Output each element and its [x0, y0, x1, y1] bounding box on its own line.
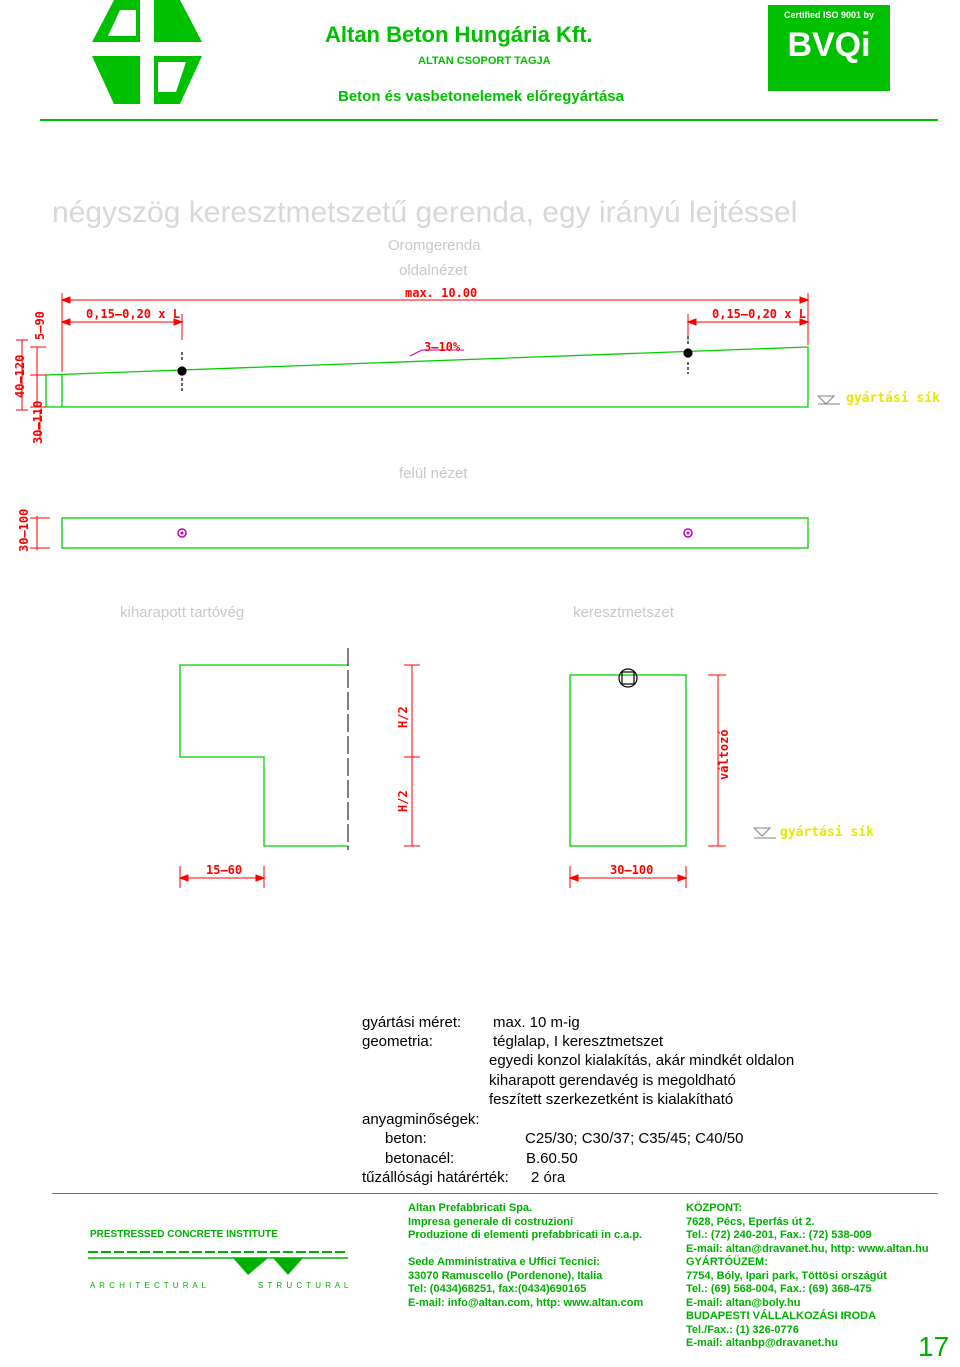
steel-label: betonacél:: [385, 1150, 455, 1167]
hungary-address: KÖZPONT: 7628, Pécs, Eperfás út 2. Tel.:…: [686, 1202, 946, 1351]
dim-15-60-text: 15–60: [206, 863, 242, 877]
production-plane-2-text: gyártási sík: [780, 825, 874, 840]
production-plane-text: gyártási sík: [846, 391, 940, 406]
geometry-line-4: feszített szerkezetként is kialakítható: [489, 1091, 734, 1108]
italy-line: 33070 Ramuscello (Pordenone), Italia: [408, 1269, 603, 1282]
header-rule: [40, 119, 938, 121]
fire-value: 2 óra: [531, 1169, 566, 1186]
hungary-line: 7754, Bóly, Ipari park, Töttösi országút: [686, 1269, 887, 1282]
cut-end-outline: [179, 664, 348, 847]
pci-logo-icon: [88, 1251, 348, 1275]
top-view-label: felül nézet: [399, 465, 468, 482]
italy-line: Impresa generale di costruzioni: [408, 1215, 574, 1228]
italy-line: [408, 1243, 668, 1257]
dim-5-90-text: 5–90: [33, 311, 47, 340]
hungary-line: GYÁRTÓÜZEM:: [686, 1256, 768, 1268]
doc-subtitle: Oromgerenda: [388, 237, 481, 254]
lift-right-text: 0,15–0,20 x L: [712, 307, 806, 321]
lifting-point-right: [683, 336, 693, 374]
italy-line: Altan Prefabbricati Spa.: [408, 1202, 533, 1214]
materials-label: anyagminőségek:: [362, 1111, 480, 1128]
beam-outline: [45, 346, 809, 408]
italy-address: Altan Prefabbricati Spa. Impresa general…: [408, 1202, 668, 1310]
company-name: Altan Beton Hungária Kft.: [325, 22, 593, 47]
group-name: ALTAN CSOPORT TAGJA: [418, 55, 551, 67]
geometry-line-1: téglalap, I keresztmetszet: [493, 1033, 664, 1050]
hungary-email[interactable]: E-mail: altan@boly.hu: [686, 1296, 801, 1309]
concrete-label: beton:: [385, 1130, 427, 1147]
page-number: 17: [918, 1331, 950, 1362]
hungary-line: BUDAPESTI VÁLLALKOZÁSI IRODA: [686, 1310, 877, 1322]
fire-label: tűzállósági határérték:: [362, 1169, 509, 1186]
size-label: gyártási méret:: [362, 1014, 462, 1031]
dimension-max-length: [60, 293, 810, 372]
certification-badge: Certified ISO 9001 by BVQi: [768, 5, 890, 91]
variable-text: változó: [717, 729, 731, 780]
footer-rule: [52, 1193, 938, 1194]
lift-marker-left: [177, 528, 187, 538]
lift-marker-right: [683, 528, 693, 538]
slope-text: 3–10%: [424, 340, 461, 354]
cut-end-label: kiharapott tartóvég: [120, 604, 245, 621]
altan-logo-icon: [92, 0, 202, 104]
hungary-email[interactable]: E-mail: altan@dravanet.hu, http: www.alt…: [686, 1242, 929, 1255]
architectural-text: A R C H I T E C T U R A L: [90, 1281, 207, 1290]
dim-30-100-cs-text: 30–100: [610, 863, 653, 877]
hungary-line: 7628, Pécs, Eperfás út 2.: [686, 1215, 815, 1228]
top-view-drawing: 30–100: [17, 509, 809, 552]
lifting-point-left: [177, 352, 187, 392]
dim-40-120-text: 40–120: [13, 355, 27, 398]
italy-line: Tel: (0434)68251, fax:(0434)690165: [408, 1283, 587, 1295]
cross-section-label: keresztmetszet: [573, 604, 674, 621]
size-value: max. 10 m-ig: [493, 1014, 580, 1031]
h-half-1-text: H/2: [396, 706, 410, 728]
h-half-2-text: H/2: [396, 790, 410, 812]
hungary-line: Tel.: (72) 240-201, Fax.: (72) 538-009: [686, 1229, 872, 1241]
detail-drawings: H/2 H/2 15–60 változó 30–100 gyártási sí…: [178, 648, 874, 888]
side-view-label: oldalnézet: [399, 262, 468, 279]
institute-name: PRESTRESSED CONCRETE INSTITUTE: [90, 1229, 278, 1240]
italy-email[interactable]: E-mail: info@altan.com, http: www.altan.…: [408, 1296, 644, 1309]
max-length-text: max. 10.00: [405, 286, 477, 300]
hungary-line: KÖZPONT:: [686, 1202, 743, 1214]
italy-line: Produzione di elementi prefabbricati in …: [408, 1229, 643, 1241]
cross-section-outline: [569, 674, 687, 847]
hungary-email[interactable]: E-mail: altanbp@dravanet.hu: [686, 1337, 838, 1349]
geometry-label: geometria:: [362, 1033, 433, 1050]
geometry-line-2: egyedi konzol kialakítás, akár mindkét o…: [489, 1052, 795, 1069]
bvqi-logo: BVQi: [787, 26, 871, 64]
side-view-drawing: max. 10.00 0,15–0,20 x L 0,15–0,20 x L 3…: [13, 286, 940, 444]
tagline: Beton és vasbetonelemek előregyártása: [338, 88, 624, 105]
lifting-anchor-icon: [618, 668, 638, 688]
geometry-line-3: kiharapott gerendavég is megoldható: [489, 1072, 736, 1089]
dim-30-110-text: 30–110: [31, 401, 45, 444]
italy-line: Sede Amministrativa e Uffici Tecnici:: [408, 1256, 600, 1268]
dim-30-100-top-text: 30–100: [17, 509, 31, 552]
hungary-line: Tel./Fax.: (1) 326-0776: [686, 1323, 799, 1336]
structural-text: S T R U C T U R A L: [258, 1281, 350, 1290]
hungary-line: Tel.: (69) 568-004, Fax.: (69) 368-475: [686, 1283, 872, 1295]
cert-line: Certified ISO 9001 by: [783, 10, 875, 20]
doc-title: négyszög keresztmetszetű gerenda, egy ir…: [52, 196, 798, 229]
lift-left-text: 0,15–0,20 x L: [86, 307, 180, 321]
top-view-outline: [61, 517, 809, 549]
concrete-value: C25/30; C30/37; C35/45; C40/50: [525, 1130, 744, 1147]
steel-value: B.60.50: [526, 1150, 578, 1167]
